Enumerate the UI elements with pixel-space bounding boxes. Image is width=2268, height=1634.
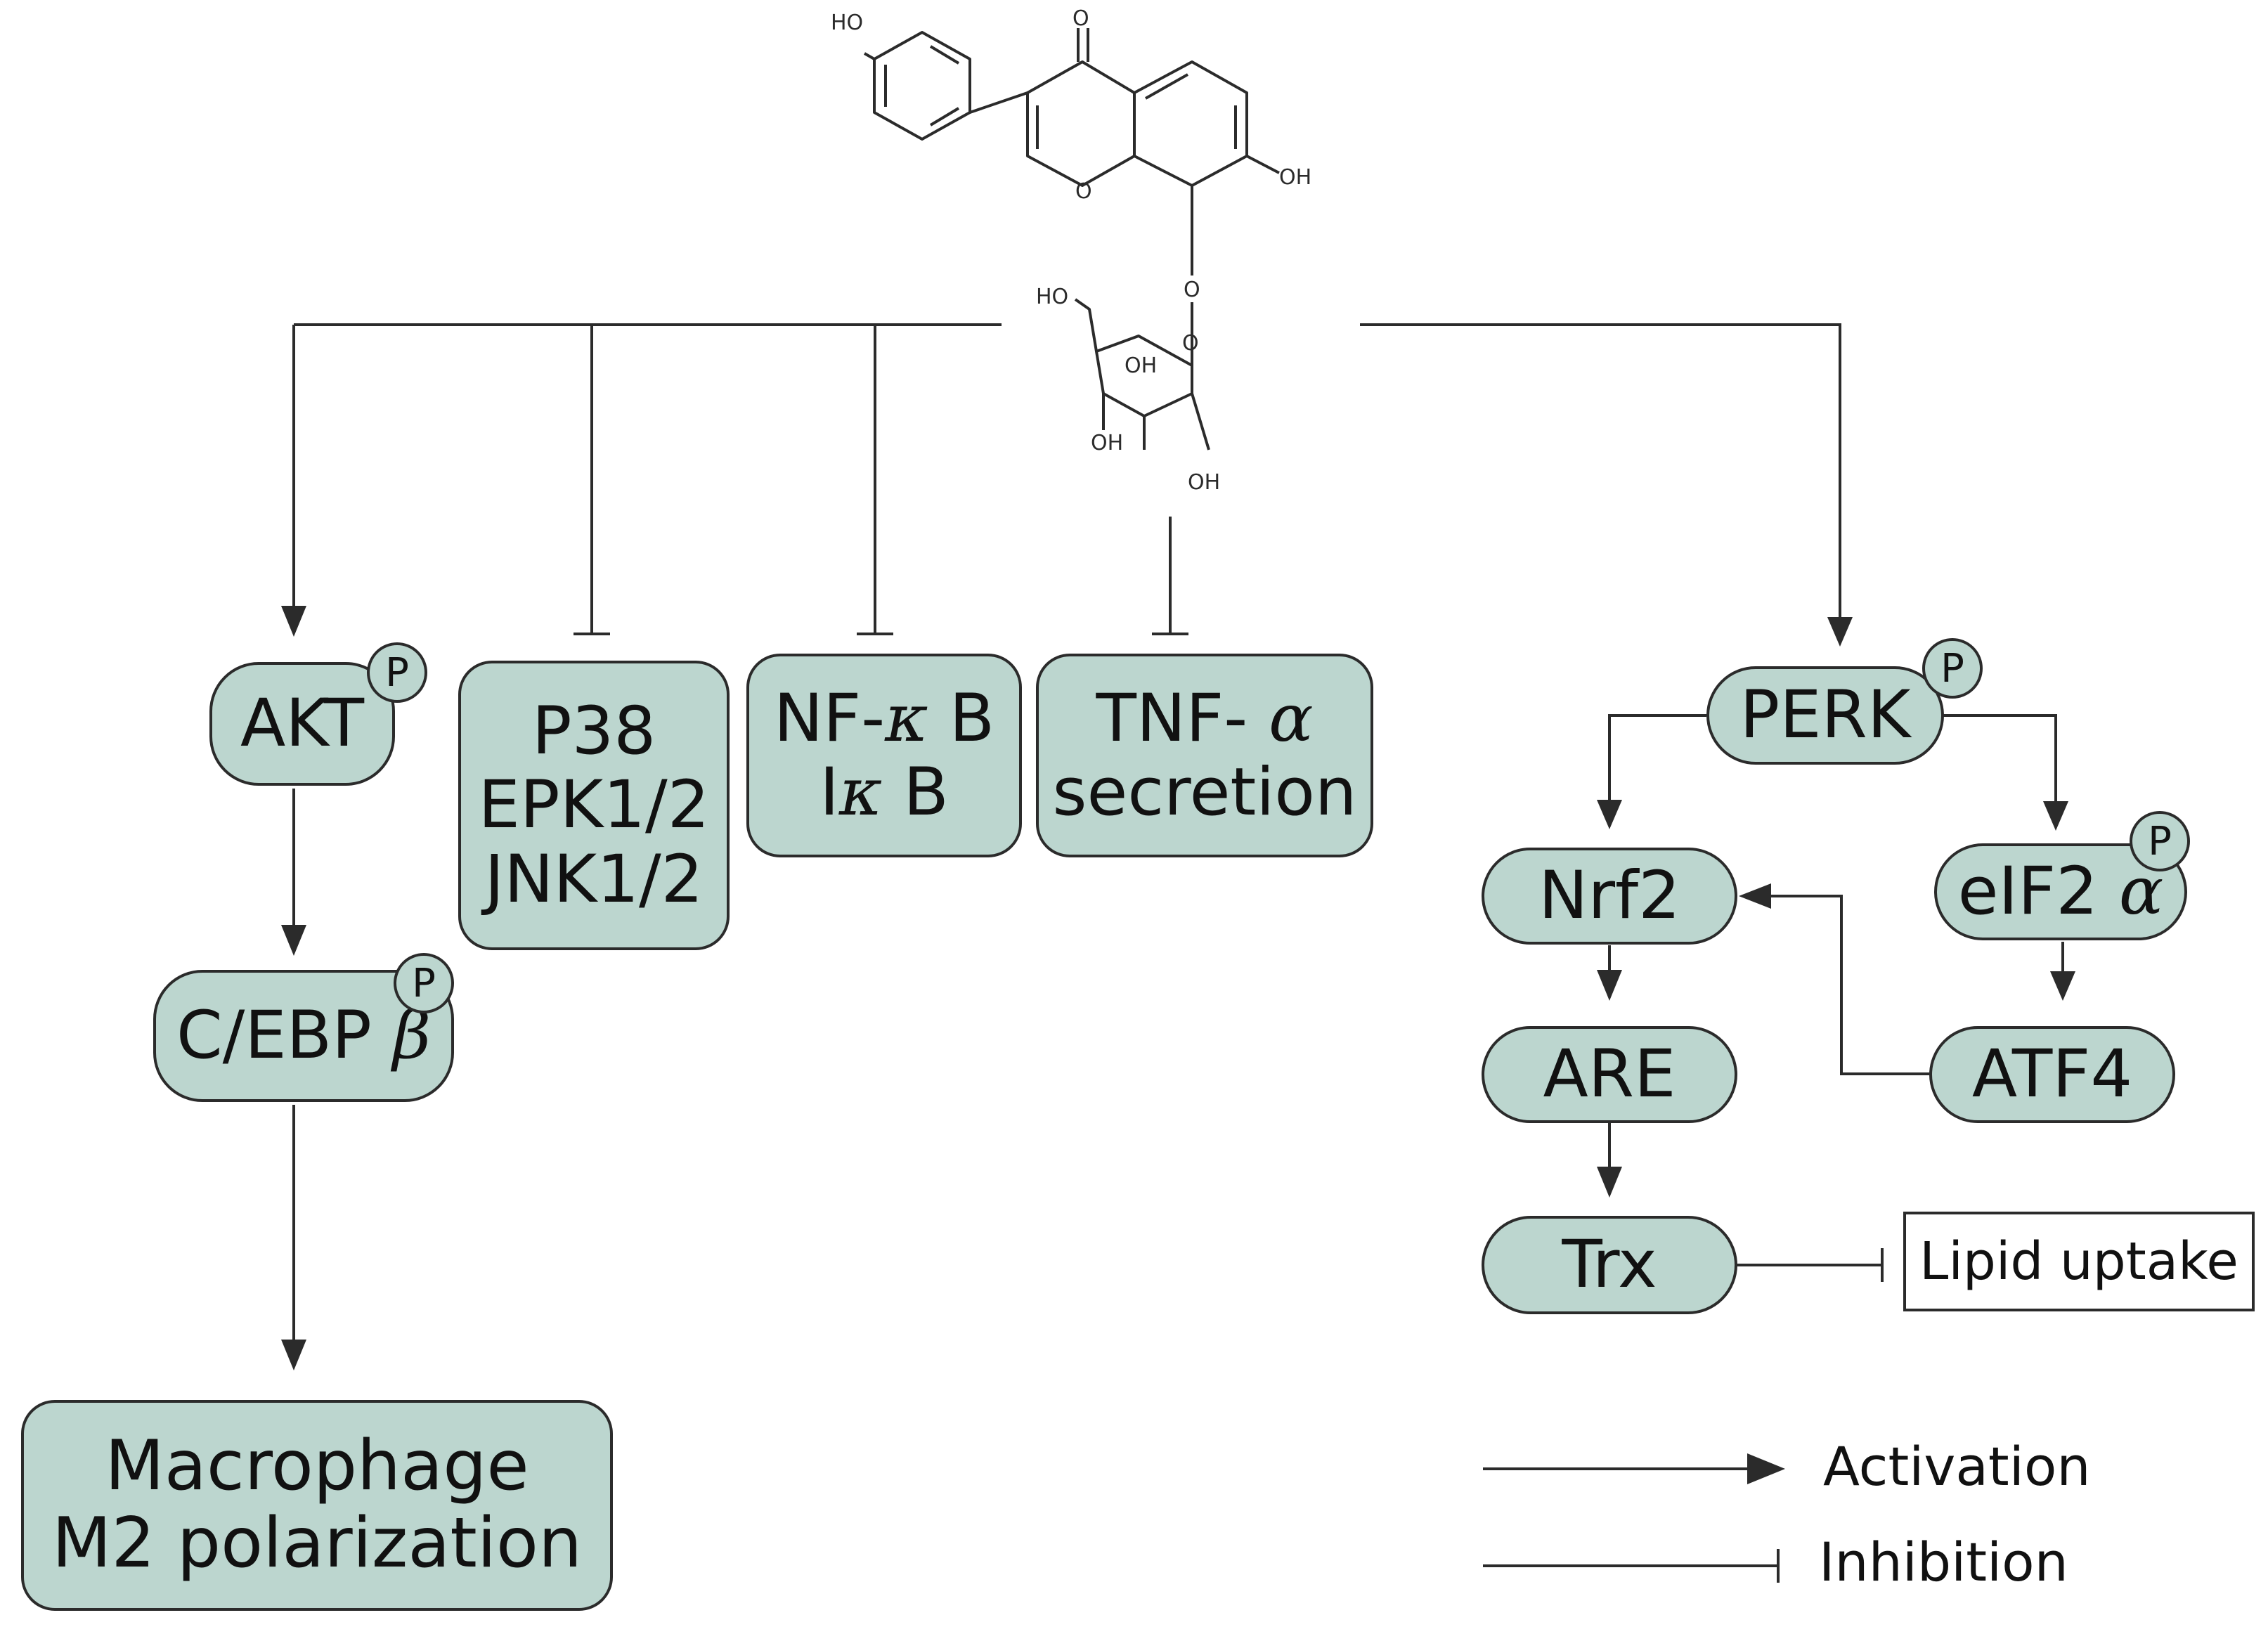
atf4-node: ATF4 xyxy=(1929,1026,2175,1123)
eif2a-node: eIF2 α xyxy=(1934,843,2187,940)
lipid-uptake-label: Lipid uptake xyxy=(1919,1231,2238,1292)
atf4-label: ATF4 xyxy=(1971,1036,2133,1113)
arrowhead-akt xyxy=(281,606,306,637)
cebp-label: C/EBP β xyxy=(176,999,431,1072)
legend-inhibition-label: Inhibition xyxy=(1819,1531,2068,1593)
macrophage-line-2: M2 polarization xyxy=(51,1503,583,1583)
p38-line-2: EPK1/2 xyxy=(478,767,710,844)
cebp-phospho-badge: P xyxy=(394,953,454,1013)
eif2a-label-a: eIF2 xyxy=(1957,853,2119,931)
arrowhead-eif2a xyxy=(2043,801,2068,831)
arrowhead-trx xyxy=(1597,1167,1622,1198)
eif2a-label: eIF2 α xyxy=(1958,855,2164,928)
atom-oh-right: OH xyxy=(1279,165,1311,190)
eif2a-phospho-label: P xyxy=(2148,818,2172,864)
atom-oh-2: OH xyxy=(1091,431,1123,455)
tnf-node: TNF- α secretion xyxy=(1036,654,1373,857)
p38-line-1: P38 xyxy=(531,693,656,770)
atom-ho-sugar: HO xyxy=(1036,285,1068,309)
atom-oh-1: OH xyxy=(1125,354,1157,378)
branch-bar-right xyxy=(1360,323,1841,633)
arrow-perk-nrf2 xyxy=(1608,714,1706,815)
arrowhead-are xyxy=(1597,970,1622,1001)
are-node: ARE xyxy=(1482,1026,1737,1123)
arrow-atf4-nrf2 xyxy=(1754,895,1929,1075)
atom-ho-top: HO xyxy=(831,11,863,35)
akt-phospho-label: P xyxy=(385,649,409,696)
akt-phospho-badge: P xyxy=(367,642,427,703)
tnf-line-2: secretion xyxy=(1052,754,1357,831)
nfkb-line-2-b: B xyxy=(882,754,949,831)
arrowhead-nrf2 xyxy=(1597,800,1622,829)
arrowhead-nrf2-side xyxy=(1739,883,1771,909)
tnf-line-1: TNF- α xyxy=(1096,682,1313,756)
arrowhead-macrophage xyxy=(281,1340,306,1370)
tnf-line-1-a: TNF- xyxy=(1096,680,1269,757)
tnf-line-1-greek: α xyxy=(1269,680,1314,757)
atom-oh-3: OH xyxy=(1188,470,1220,495)
macrophage-line-1: Macrophage xyxy=(105,1426,529,1507)
cebp-label-a: C/EBP xyxy=(176,997,393,1075)
nfkb-line-1-b: B xyxy=(928,680,995,757)
perk-phospho-badge: P xyxy=(1922,638,1983,699)
arrow-perk-eif2a xyxy=(1940,714,2057,817)
trx-node: Trx xyxy=(1482,1216,1737,1314)
atom-o-ketone: O xyxy=(1073,6,1089,31)
nfkb-line-2-a: I xyxy=(819,754,839,831)
perk-phospho-label: P xyxy=(1940,645,1964,692)
nfkb-line-2-greek: κ xyxy=(838,754,883,831)
p38-line-3: JNK1/2 xyxy=(484,841,704,918)
are-label: ARE xyxy=(1543,1036,1676,1113)
nfkb-line-1-greek: κ xyxy=(885,680,928,757)
arrowhead-cebp xyxy=(281,925,306,956)
legend-activation-label: Activation xyxy=(1823,1435,2091,1498)
trx-label: Trx xyxy=(1562,1226,1657,1304)
nfkb-node: NF-κ B Iκ B xyxy=(746,654,1022,857)
nfkb-line-1-a: NF- xyxy=(773,680,886,757)
nfkb-line-2: Iκ B xyxy=(819,756,949,829)
perk-node: PERK xyxy=(1706,666,1944,765)
atom-o-sugar: O xyxy=(1182,331,1199,356)
atom-o-ring: O xyxy=(1075,179,1092,204)
nrf2-node: Nrf2 xyxy=(1482,848,1737,945)
atom-o-link: O xyxy=(1184,278,1200,302)
cebp-phospho-label: P xyxy=(412,960,436,1006)
arrowhead-atf4 xyxy=(2050,971,2075,1001)
nrf2-label: Nrf2 xyxy=(1538,857,1680,935)
lipid-uptake-box: Lipid uptake xyxy=(1903,1212,2255,1311)
eif2a-phospho-badge: P xyxy=(2130,811,2190,871)
perk-label: PERK xyxy=(1739,677,1911,754)
arrowhead-perk xyxy=(1827,617,1853,647)
molecule-atoms: HO O OH O O HO O OH OH OH xyxy=(831,6,1311,495)
molecule-structure xyxy=(864,28,1280,450)
akt-label: AKT xyxy=(240,685,365,763)
p38-node: P38 EPK1/2 JNK1/2 xyxy=(458,661,730,950)
nfkb-line-1: NF-κ B xyxy=(774,682,994,756)
macrophage-node: Macrophage M2 polarization xyxy=(21,1400,613,1611)
legend-activation-arrowhead xyxy=(1747,1453,1785,1484)
akt-node: AKT xyxy=(209,662,395,786)
